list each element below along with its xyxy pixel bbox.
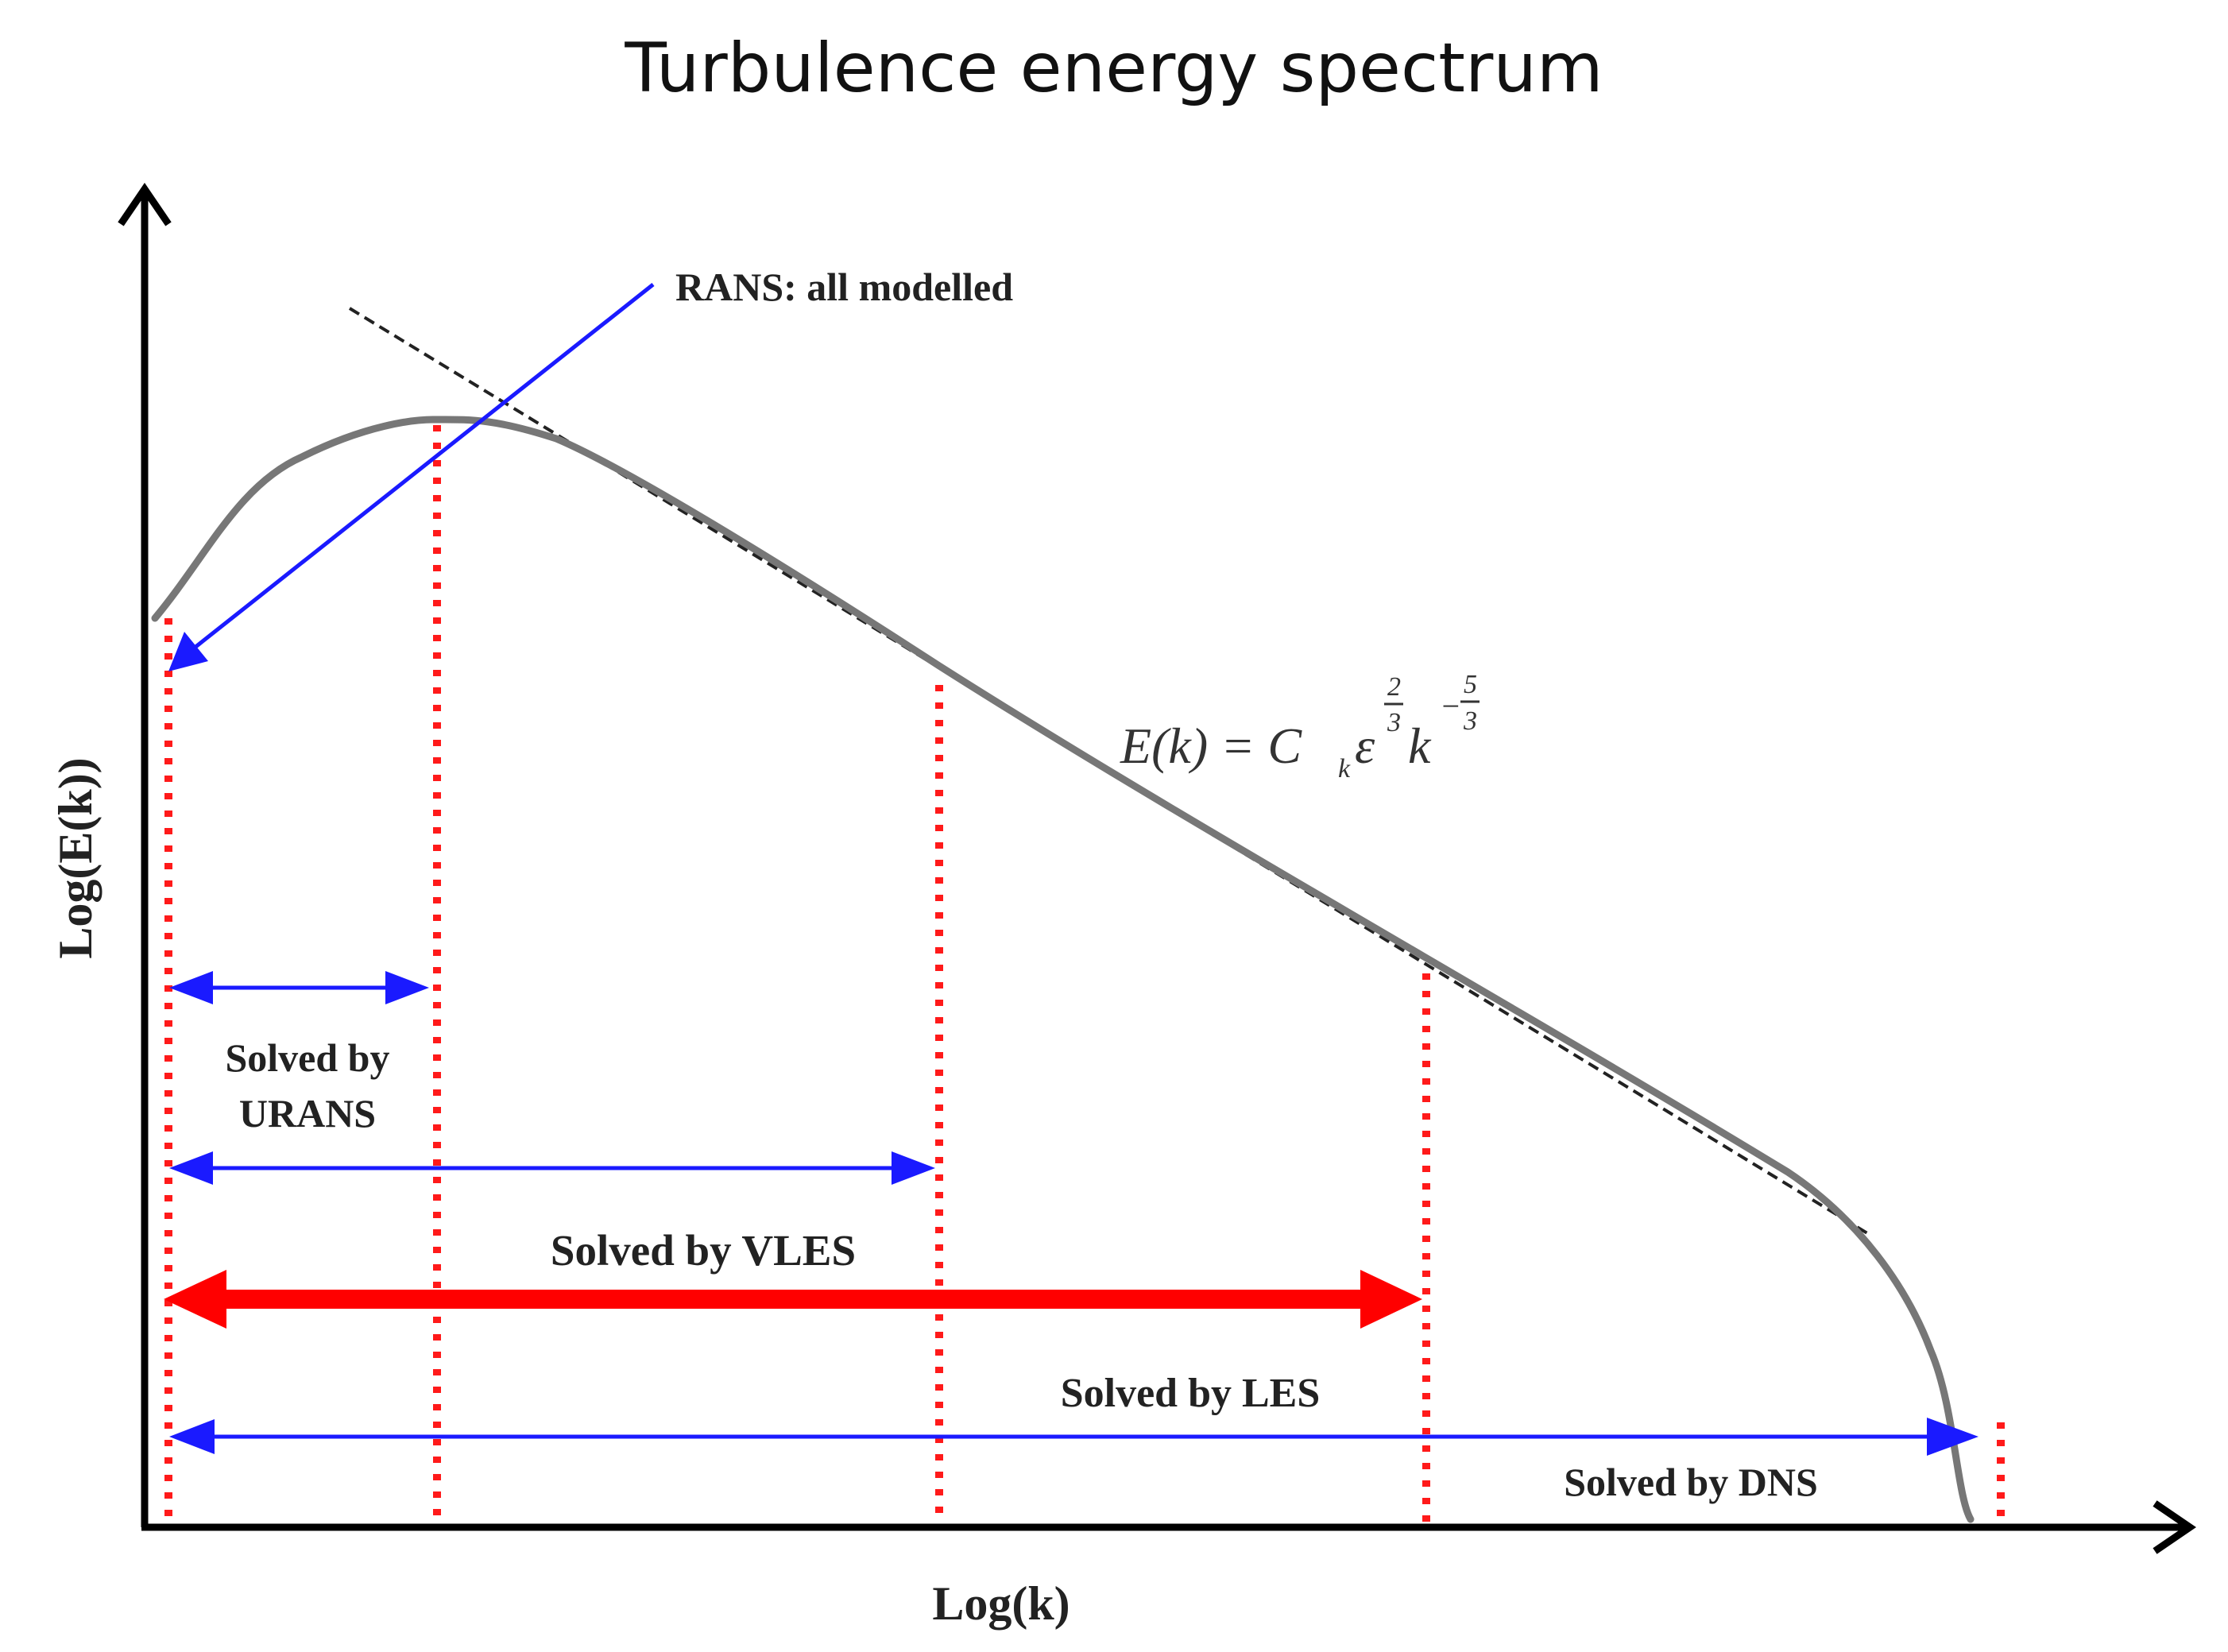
vles-arrow	[169, 1151, 935, 1185]
dns-arrow	[169, 1418, 1979, 1456]
urans-label-line2: URANS	[239, 1091, 376, 1136]
equation-lhs: E(k) = C	[1120, 718, 1302, 774]
energy-spectrum-curve	[151, 416, 1975, 1523]
equation-exp-23-den: 3	[1387, 708, 1401, 737]
equation-subscript-k: k	[1338, 754, 1351, 783]
x-axis-label: Log(k)	[932, 1577, 1070, 1630]
equation-exp-53-num: 5	[1464, 670, 1477, 699]
urans-arrow	[169, 971, 429, 1004]
kolmogorov-equation: E(k) = C k ε 2 3 k − 5 3	[1120, 670, 1480, 783]
equation-k: k	[1408, 718, 1432, 774]
dns-label: Solved by DNS	[1564, 1460, 1818, 1504]
y-axis-arrowhead	[118, 183, 172, 226]
y-axis-label: Log(E(k))	[49, 757, 102, 958]
les-label: Solved by LES	[1061, 1371, 1321, 1416]
equation-exp-53-den: 3	[1463, 706, 1477, 736]
equation-exp-23-num: 2	[1387, 672, 1401, 702]
rans-arrow	[168, 283, 655, 671]
diagram-title: Turbulence energy spectrum	[624, 29, 1603, 108]
les-arrow	[164, 1270, 1422, 1329]
axes	[118, 183, 2196, 1554]
equation-exp-53-sign: −	[1440, 688, 1461, 724]
x-axis-arrowhead	[2153, 1500, 2196, 1554]
equation-epsilon: ε	[1355, 718, 1375, 774]
urans-label-line1: Solved by	[225, 1035, 389, 1080]
rans-label: RANS: all modelled	[675, 265, 1013, 309]
scale-markers	[164, 425, 2005, 1524]
vles-label: Solved by VLES	[551, 1226, 856, 1275]
